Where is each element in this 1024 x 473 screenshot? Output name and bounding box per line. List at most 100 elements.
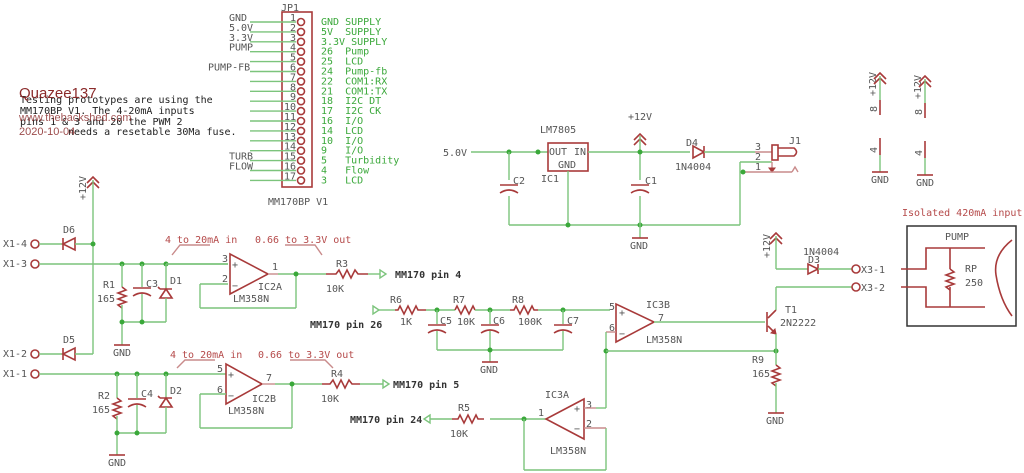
input2-section: X1-1 R2 165 C4 D2 GND 4 to 20mA in 0.66 … bbox=[3, 350, 459, 469]
feedback-section: MM170 pin 24 R5 10K 1 + − 3 2 IC3A LM358… bbox=[350, 390, 607, 471]
jp1-ref: JP1 bbox=[281, 3, 299, 14]
t1-part: 2N2222 bbox=[780, 318, 816, 329]
ic3b-pin-5: 5 bbox=[609, 302, 615, 313]
d5-ref: D5 bbox=[63, 335, 75, 346]
ic3b-pin-7: 7 bbox=[658, 313, 664, 324]
jp1-pin-number: 8 bbox=[290, 82, 296, 93]
pwm-filter-section: MM170 pin 26 R6 1K R7 10K R8 100K C5 C6 bbox=[310, 295, 610, 376]
jp1-pin-function: 22 COM1:RX bbox=[321, 76, 387, 87]
d2-ref: D2 bbox=[170, 386, 182, 397]
ic2a-part: LM358N bbox=[233, 294, 269, 305]
terminal-x3-1: X3-1 bbox=[861, 265, 885, 276]
jp1-left-label: 5.0V bbox=[229, 23, 253, 34]
pwm-gnd: GND bbox=[480, 365, 498, 376]
svg-text:+: + bbox=[619, 308, 625, 319]
jp1-pin-row: 7 22 COM1:RX bbox=[250, 72, 387, 87]
jp1-pin-function: 25 LCD bbox=[321, 57, 363, 68]
jp1-pin-pad bbox=[296, 166, 306, 175]
input2-note-in: 4 to 20mA in bbox=[170, 350, 242, 361]
jp1-pin-number: 7 bbox=[290, 72, 296, 83]
ic3a-part: LM358N bbox=[550, 446, 586, 457]
jp1-pin-pad bbox=[296, 57, 306, 66]
r8-value: 100K bbox=[518, 317, 542, 328]
gnd-label: GND bbox=[916, 178, 934, 189]
ic3a-pin-2: 2 bbox=[586, 419, 592, 430]
c6-ref: C6 bbox=[493, 316, 505, 327]
ic3b-part: LM358N bbox=[646, 335, 682, 346]
jp1-pin-pad bbox=[296, 136, 306, 146]
pump-output-section: +12V 1N4004 D3 X3-1 X3-2 Isolated 420mA … bbox=[762, 208, 1022, 327]
ic2b-pin-6: 6 bbox=[217, 385, 223, 396]
svg-text:−: − bbox=[619, 329, 625, 340]
jp1-pin-function: 18 I2C DT bbox=[321, 96, 381, 107]
notes-block: Testing prototypes are using the MM170BP… bbox=[18, 85, 237, 138]
j1-pin-3: 3 bbox=[755, 142, 761, 153]
reg-part: LM7805 bbox=[540, 125, 576, 136]
t1-ref: T1 bbox=[785, 305, 797, 316]
jp1-pin-pad bbox=[296, 67, 306, 76]
ic3a-pin-3: 3 bbox=[586, 400, 592, 411]
ic2a-ref: IC2A bbox=[258, 282, 282, 293]
jp1-left-label: PUMP-FB bbox=[208, 63, 250, 74]
jp1-pin-row: 5 25 LCD bbox=[250, 53, 363, 68]
input1-section: +12V X1-4 D6 X1-3 R1 165 C3 D1 bbox=[3, 175, 461, 362]
jp1-pin-function: 17 I2C CK bbox=[321, 106, 381, 117]
jp1-pin-number: 9 bbox=[290, 92, 296, 103]
ic2a-pin-2: 2 bbox=[222, 274, 228, 285]
jp1-pin-pad bbox=[296, 77, 306, 86]
note-line-2: MM170BP V1. The 4-20mA inputs bbox=[20, 106, 195, 117]
r4-value: 10K bbox=[321, 394, 339, 405]
pump-box-title: Isolated 420mA input bbox=[902, 208, 1022, 219]
r7-value: 10K bbox=[457, 317, 475, 328]
jp1-left-label: FLOW bbox=[229, 162, 254, 173]
rp-ref: RP bbox=[965, 264, 977, 275]
svg-text:−: − bbox=[574, 424, 580, 435]
jp1-pin-number: 17 bbox=[284, 171, 296, 182]
r6-value: 1K bbox=[400, 317, 412, 328]
net-mm170-pin-4: MM170 pin 4 bbox=[395, 269, 461, 281]
ic2b-pin-7: 7 bbox=[266, 373, 272, 384]
jp1-pin-pad bbox=[296, 126, 306, 136]
svg-text:+: + bbox=[574, 404, 580, 415]
jp1-pin-pad bbox=[296, 116, 306, 126]
reg-pin-out: OUT bbox=[549, 147, 567, 158]
j1-pin-1: 1 bbox=[755, 162, 761, 173]
rp-value: 250 bbox=[965, 278, 983, 289]
net-mm170-pin-26: MM170 pin 26 bbox=[310, 319, 382, 331]
jp1-pin-number: 5 bbox=[290, 53, 296, 64]
r6-ref: R6 bbox=[390, 295, 402, 306]
terminal-x1-3: X1-3 bbox=[3, 259, 27, 270]
terminal-x3-2: X3-2 bbox=[861, 283, 885, 294]
r2-value: 165 bbox=[92, 405, 110, 416]
pin-8-label: 8 bbox=[869, 106, 880, 112]
jp1-pin-pad bbox=[296, 47, 306, 57]
d6-ref: D6 bbox=[63, 225, 75, 236]
terminal-x1-2: X1-2 bbox=[3, 349, 27, 360]
jp1-left-label: TURB bbox=[229, 152, 253, 163]
jp1-pin-pad bbox=[296, 96, 306, 106]
supply-label: +12V bbox=[913, 75, 924, 99]
jp1-pin-number: 10 bbox=[284, 102, 296, 113]
pump-box bbox=[906, 225, 1017, 327]
jp1-pin-number: 4 bbox=[290, 43, 296, 54]
r7-ref: R7 bbox=[453, 295, 465, 306]
reg-pin-gnd: GND bbox=[558, 160, 576, 171]
c2-ref: C2 bbox=[513, 176, 525, 187]
c1-ref: C1 bbox=[645, 176, 657, 187]
input2-note-out: 0.66 to 3.3V out bbox=[258, 350, 354, 361]
terminal-x1-4: X1-4 bbox=[3, 239, 27, 250]
d4-ref: D4 bbox=[686, 138, 698, 149]
jp1-pin-number: 1 bbox=[290, 13, 296, 24]
jp1-pin-pad bbox=[296, 17, 306, 27]
ic3b-ref: IC3B bbox=[646, 300, 670, 311]
pin-4-label: 4 bbox=[869, 147, 880, 153]
jp1-left-label: 3.3V bbox=[229, 33, 253, 44]
r5-ref: R5 bbox=[458, 403, 470, 414]
